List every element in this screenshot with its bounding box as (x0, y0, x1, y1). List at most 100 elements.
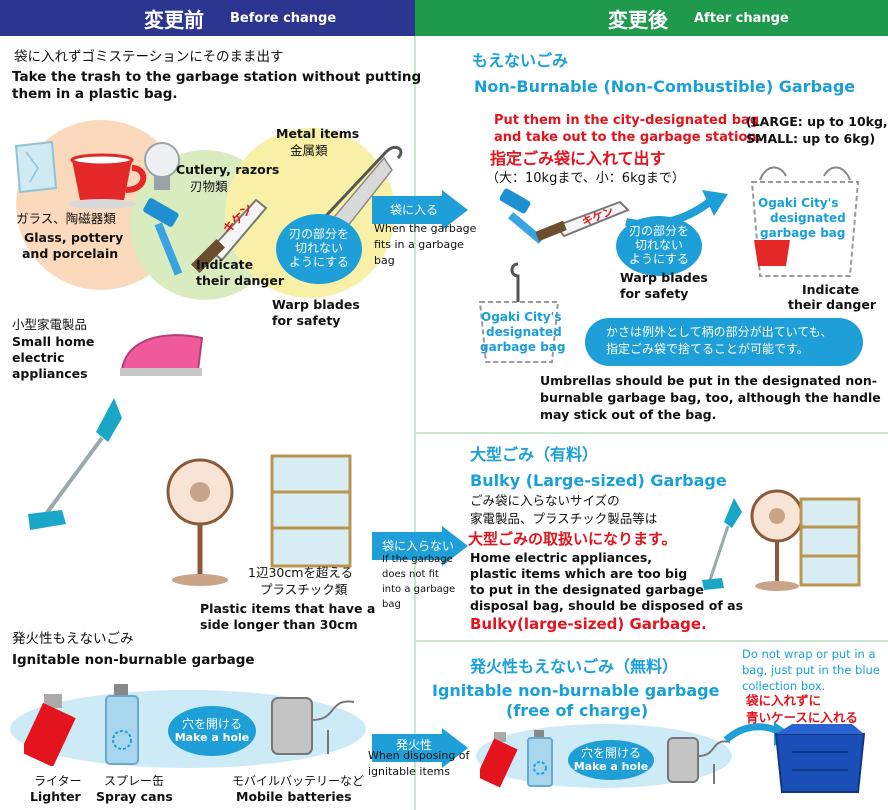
vacuum-icon (28, 398, 122, 530)
s3-note-jp-2: 青いケースに入れる (746, 710, 858, 725)
s1-size-jp: （大：10kgまで、小：6kgまで） (486, 171, 685, 186)
drawer-icon (270, 454, 352, 568)
s1-wrap-en-1: Warp blades (620, 270, 708, 285)
battery-icon (271, 697, 355, 755)
s2-jp-3: 大型ごみの取扱いになります。 (468, 530, 677, 548)
arrow-ignitable (372, 728, 468, 768)
knife-icon: キケン (191, 198, 268, 273)
arrow-not-fit (372, 526, 468, 566)
s1-size-2: SMALL: up to 6kg) (746, 131, 876, 146)
drawer-icon-right (799, 497, 861, 587)
s1-title-jp: もえないごみ (472, 51, 569, 70)
lighter-jp: ライター (34, 774, 82, 788)
s2-en-2: plastic items which are too big (470, 566, 688, 581)
knife-label-right: キケン (580, 204, 615, 228)
s1-bag-1: Ogaki City's (758, 196, 839, 210)
s3-note-en-2: bag, just put in the blue (742, 663, 880, 677)
s2-jp-1: ごみ袋に入らないサイズの (470, 493, 620, 508)
cutlery-en: Cutlery, razors (176, 162, 280, 177)
s1-umbrella-bag-2: designated (486, 325, 562, 339)
hole-jp-right: 穴を開ける (580, 745, 641, 760)
wrap-en-2: for safety (272, 313, 341, 328)
s1-danger-2: their danger (788, 297, 877, 312)
s2-jp-2: 家電製品、プラスチック製品等は (470, 511, 658, 526)
arrow2-en-3: into a garbage (382, 584, 456, 595)
plastic-jp-2: プラスチック類 (260, 582, 348, 597)
s1-put-en-2: and take out to the garbage station. (494, 130, 762, 145)
plastic-jp-1: 1辺30cmを超える (248, 565, 354, 580)
appliances-en-2: electric (12, 350, 65, 365)
blue-collection-box-icon (774, 724, 866, 793)
fan-icon (166, 458, 234, 586)
make-hole-bubble-left: 穴を開ける Make a hole (168, 706, 256, 756)
plastic-en-1: Plastic items that have a (200, 601, 376, 616)
glass-icon (14, 140, 58, 194)
s1-wrap-en-2: for safety (620, 286, 689, 301)
glass-en-2: and porcelain (22, 246, 119, 261)
s1-put-jp: 指定ごみ袋に入れて出す (490, 149, 666, 168)
s3-note-en-1: Do not wrap or put in a (742, 647, 876, 661)
razor-icon (143, 198, 183, 276)
s2-title-en: Bulky (Large-sized) Garbage (470, 471, 727, 490)
s3-note-en-3: collection box. (742, 679, 826, 693)
s2-en-1: Home electric appliances, (470, 550, 653, 565)
before-header-en: Before change (230, 10, 337, 26)
appliances-jp: 小型家電製品 (12, 317, 88, 332)
appliances-en-3: appliances (12, 366, 88, 381)
s1-size-1: (LARGE: up to 10kg, (746, 114, 888, 129)
s1-wrap-bubble: 刃の部分を 切れない ようにする (616, 216, 702, 276)
spray-jp: スプレー缶 (104, 774, 165, 788)
center-divider (414, 36, 416, 810)
after-header-jp: 変更後 (608, 7, 668, 32)
s1-bag-3: garbage bag (760, 226, 846, 240)
s1-umbrella-en-1: Umbrellas should be put in the designate… (540, 373, 877, 388)
lightbulb-icon (144, 142, 180, 190)
iron-icon (120, 334, 204, 376)
arrow3-en-1: When disposing of (368, 749, 470, 762)
s3-title-jp: 発火性もえないごみ（無料） (470, 657, 679, 676)
s2-title-jp: 大型ごみ（有料） (470, 445, 599, 464)
metal-jp: 金属類 (290, 143, 328, 158)
teacup-icon (68, 153, 147, 209)
s2-en-3: to put in the designated garbage (470, 582, 704, 597)
appliances-en-1: Small home (12, 334, 95, 349)
s2-en-5: Bulky(large-sized) Garbage. (470, 615, 707, 633)
wrap-blades-bubble: 刃の部分を 切れない ようにする (276, 214, 362, 284)
plastic-en-2: side longer than 30cm (200, 617, 358, 632)
arrow3-en-2: ignitable items (368, 765, 451, 778)
hole-jp-left: 穴を開ける (181, 716, 242, 731)
s1-title-en: Non-Burnable (Non-Combustible) Garbage (474, 77, 856, 96)
cutlery-jp: 刃物類 (190, 179, 228, 194)
battery-en: Mobile batteries (236, 789, 352, 804)
s3-title-en-2: (free of charge) (506, 701, 649, 720)
s2-en-4: disposal bag, should be disposed of as (470, 598, 744, 613)
s1-umbrella-en-2: burnable garbage bag, too, although the … (540, 390, 881, 405)
s1-umbrella-bag-3: garbage bag (480, 340, 566, 354)
battery-icon-right (667, 737, 731, 784)
glass-en-1: Glass, pottery (24, 230, 124, 245)
s1-umbrella-bag-1: Ogaki City's (481, 310, 562, 324)
arrow2-en-4: bag (382, 599, 401, 610)
hole-en-left: Make a hole (174, 730, 250, 744)
metal-en: Metal items (276, 126, 360, 141)
arrow3-jp: 発火性 (396, 738, 433, 752)
arrow2-en-2: does not fit (382, 569, 439, 580)
glass-jp: ガラス、陶磁器類 (16, 211, 116, 226)
hole-en-right: Make a hole (573, 759, 649, 773)
s1-bag-2: designated (770, 211, 846, 225)
spray-en: Spray cans (96, 789, 173, 804)
spray-can-icon-right (527, 730, 553, 787)
after-header-en: After change (694, 10, 789, 26)
umbrella-bag-icon (478, 262, 560, 363)
left-intro-en-2: them in a plastic bag. (12, 86, 178, 102)
before-header: 変更前 Before change (0, 0, 415, 36)
arrow1-en-2: fits in a garbage (374, 238, 464, 251)
vacuum-icon-right (702, 498, 742, 590)
s1-danger-1: Indicate (802, 282, 860, 297)
arrow2-en-1: If the garbage (382, 554, 453, 565)
lighter-icon (24, 694, 76, 766)
spray-can-icon (105, 684, 139, 765)
arrow-fits-bag (372, 190, 468, 230)
danger-en-1: Indicate (196, 257, 254, 272)
arrow1-en-3: bag (374, 254, 395, 267)
